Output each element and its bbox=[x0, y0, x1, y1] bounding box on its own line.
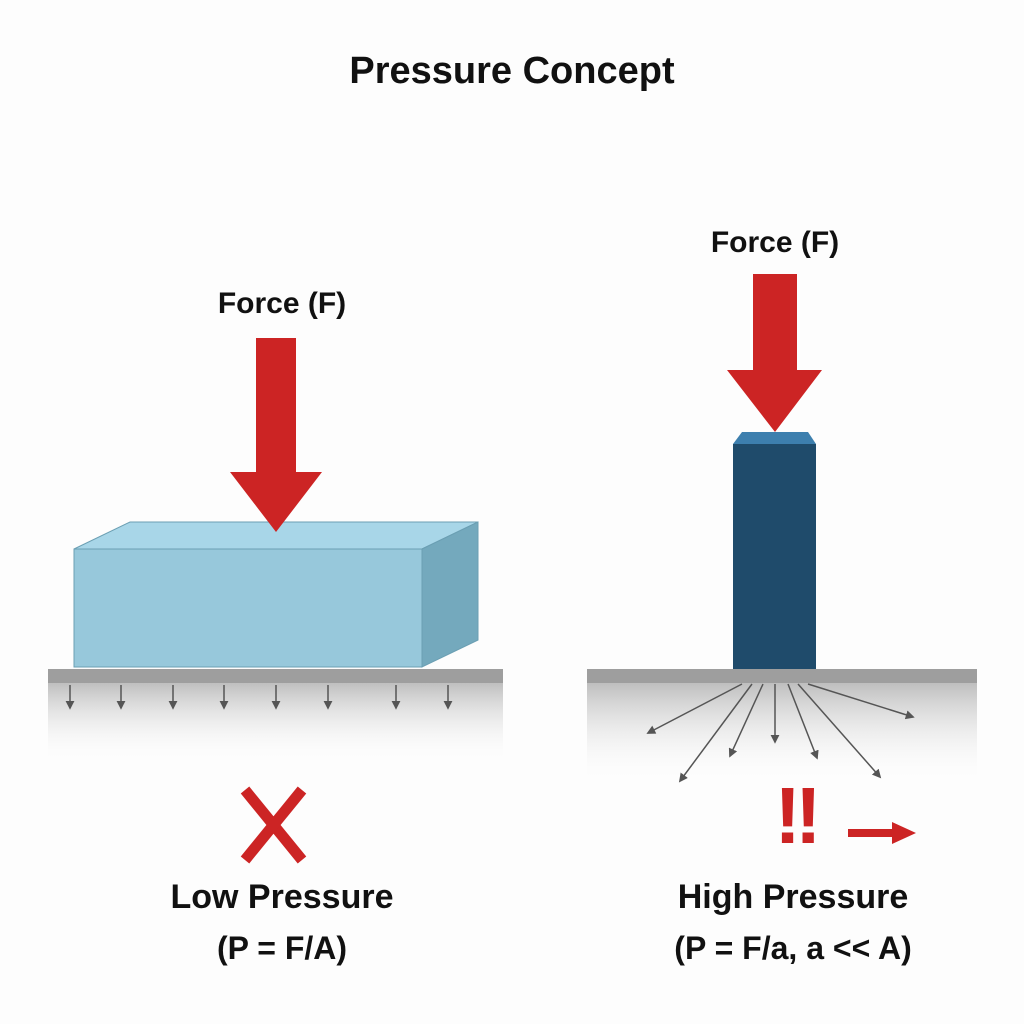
force-label-right: Force (F) bbox=[710, 226, 840, 259]
high-pressure-lines bbox=[646, 683, 915, 783]
narrow-pillar bbox=[733, 432, 816, 669]
wide-block-front-face bbox=[73, 548, 423, 668]
small-arrow-right-icon bbox=[848, 822, 916, 844]
high-pressure-caption: High Pressure bbox=[677, 878, 909, 916]
force-arrow-right bbox=[727, 274, 822, 432]
high-pressure-equation: (P = F/a, a << A) bbox=[674, 930, 912, 966]
right-ground-surface bbox=[587, 669, 977, 683]
emphasis-marks: !! bbox=[774, 771, 821, 860]
diagram-title: Pressure Concept bbox=[349, 50, 675, 92]
left-ground-surface bbox=[48, 669, 503, 683]
narrow-pillar-top bbox=[733, 432, 816, 444]
low-pressure-caption: Low Pressure bbox=[170, 878, 394, 916]
wide-block bbox=[73, 521, 479, 668]
narrow-pillar-body bbox=[733, 444, 816, 669]
force-arrow-left bbox=[230, 338, 322, 532]
red-x-icon bbox=[240, 786, 307, 864]
low-pressure-equation: (P = F/A) bbox=[216, 930, 348, 966]
right-soil bbox=[587, 682, 977, 782]
force-label-left: Force (F) bbox=[217, 287, 347, 320]
low-pressure-lines bbox=[65, 685, 453, 710]
